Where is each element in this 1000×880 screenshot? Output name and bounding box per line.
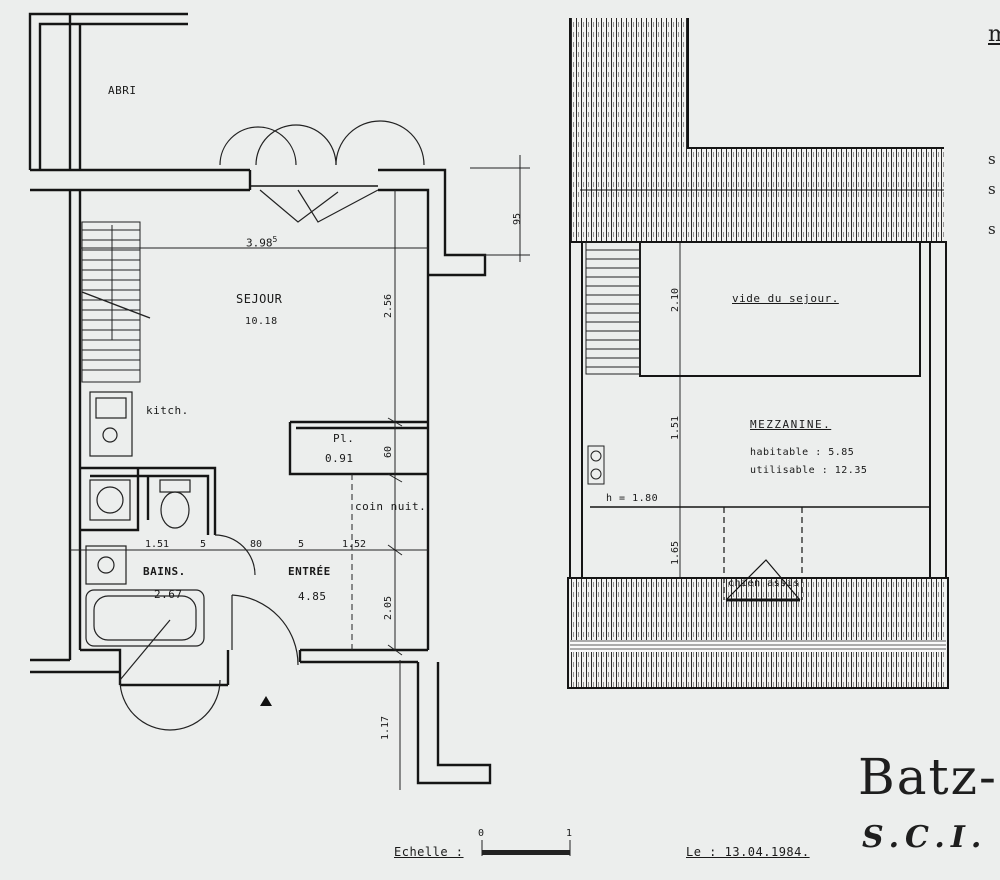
dim-256: 2.56 <box>383 293 394 318</box>
dim-5a: 5 <box>200 539 207 550</box>
dim-60: 60 <box>383 445 394 458</box>
vide-label: vide du sejour. <box>732 292 839 305</box>
mz-dim-210: 2.10 <box>670 287 681 312</box>
dim-top-width: 3.985 <box>246 235 277 250</box>
kitchen-label: kitch. <box>146 404 189 417</box>
mezzanine-roof-hatching <box>570 18 946 688</box>
side-item-3: s <box>988 220 996 238</box>
ground-floor-dimension-lines <box>70 155 530 790</box>
bains-label: BAINS. <box>143 565 186 578</box>
scale-bar <box>481 840 571 856</box>
dim-top-width-sup: 5 <box>272 235 278 244</box>
scale-end: 1 <box>566 828 573 839</box>
dim-5b: 5 <box>298 539 305 550</box>
coin-nuit-label: coin nuit. <box>355 500 427 513</box>
side-item-1: s <box>988 150 996 168</box>
ground-floor-stairs <box>81 221 151 383</box>
habitable-area: habitable : 5.85 <box>750 447 855 458</box>
entrance-arrow-icon <box>260 696 272 706</box>
side-heading: m <box>988 22 1000 47</box>
side-item-2: s <box>988 180 996 198</box>
placard-label: Pl. <box>333 432 355 445</box>
fixtures <box>85 391 205 647</box>
scale-start: 0 <box>478 828 485 839</box>
scale-label: Echelle : <box>394 845 464 859</box>
entree-label: ENTRÉE <box>288 565 331 578</box>
dim-117: 1.17 <box>380 715 391 740</box>
dim-top-width-value: 3.98 <box>246 236 273 250</box>
dim-205: 2.05 <box>383 595 394 620</box>
mz-dim-151: 1.51 <box>670 415 681 440</box>
sejour-area: 10.18 <box>245 316 278 327</box>
dim-80: 80 <box>250 539 263 550</box>
door-swings <box>119 120 425 731</box>
ground-floor-walls <box>28 12 492 785</box>
entree-area: 4.85 <box>298 590 327 603</box>
bains-area: 2.67 <box>154 588 183 601</box>
abri-label: ABRI <box>108 84 137 97</box>
sejour-label: SEJOUR <box>236 292 283 306</box>
height-label: h = 1.80 <box>606 493 659 504</box>
utilisable-area: utilisable : 12.35 <box>750 465 868 476</box>
dim-152: 1.52 <box>342 539 367 550</box>
mz-dim-165: 1.65 <box>670 540 681 565</box>
title-line1: Batz- <box>858 748 998 806</box>
mezzanine-walls <box>567 18 949 689</box>
mezzanine-stairs <box>585 241 641 485</box>
title-line2: S.C.I. L <box>862 820 1000 855</box>
mezzanine-label: MEZZANINE. <box>750 418 832 431</box>
dim-95: 95 <box>512 212 523 225</box>
date-label: Le : 13.04.1984. <box>686 845 810 859</box>
chien-assis-label: chien assis <box>728 578 800 589</box>
dim-151: 1.51 <box>145 539 170 550</box>
placard-area: 0.91 <box>325 452 354 465</box>
